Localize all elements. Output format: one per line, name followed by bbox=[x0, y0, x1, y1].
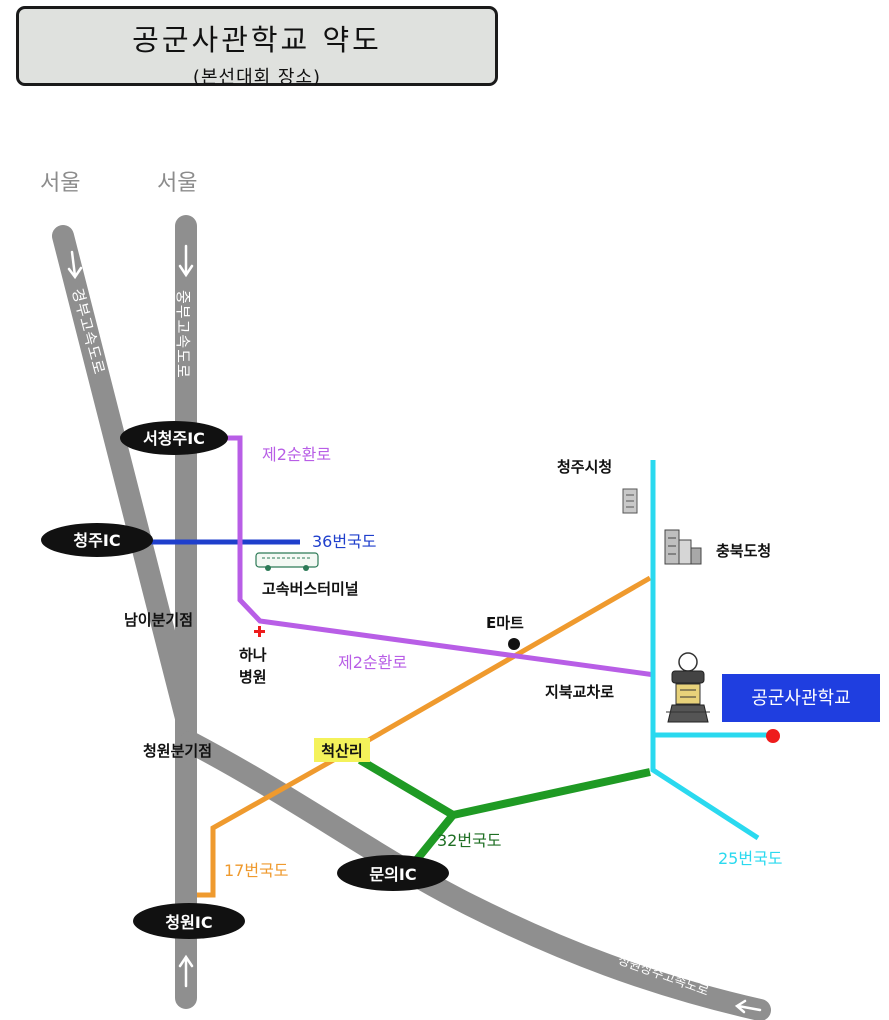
ring-road-label-south: 제2순환로 bbox=[338, 653, 407, 672]
bus-icon bbox=[255, 552, 319, 571]
jibuk-intersection-label: 지북교차로 bbox=[545, 683, 614, 701]
emart-label: E마트 bbox=[486, 614, 524, 632]
down-arrow-icon bbox=[178, 244, 194, 278]
down-arrow-icon bbox=[67, 250, 83, 280]
arrow-icons bbox=[67, 244, 762, 1014]
academy-emblem-icon bbox=[666, 652, 710, 723]
nami-junction-label: 남이분기점 bbox=[124, 611, 193, 629]
gyeongbu-expressway-label: 경부고속도로 bbox=[68, 286, 108, 376]
seocheongju-ic-label: 서청주IC bbox=[143, 429, 205, 448]
route25-label: 25번국도 bbox=[718, 849, 783, 868]
cheoksan-ri-label: 척산리 bbox=[321, 742, 362, 760]
seoul-direction-label: 서울 bbox=[40, 171, 80, 196]
cheongju-ic-badge[interactable]: 청주IC bbox=[41, 523, 153, 557]
seoul-direction-label: 서울 bbox=[157, 171, 197, 196]
provincial-office-label: 충북도청 bbox=[716, 542, 771, 560]
map-title-box: 공군사관학교 약도 (본선대회 장소) bbox=[16, 6, 498, 88]
destination-marker-icon bbox=[766, 729, 780, 743]
left-arrow-icon bbox=[734, 999, 762, 1014]
expressways bbox=[52, 215, 771, 1020]
cheongwon-ic-badge[interactable]: 청원IC bbox=[133, 903, 245, 939]
academy-label: 공군사관학교 bbox=[751, 688, 850, 709]
hospital-cross-icon bbox=[254, 626, 265, 637]
bus-terminal-label: 고속버스터미널 bbox=[262, 580, 359, 598]
cheongju-ic-label: 청주IC bbox=[73, 531, 120, 550]
cheoksan-ri-badge: 척산리 bbox=[314, 738, 370, 762]
academy-destination-box[interactable]: 공군사관학교 bbox=[722, 674, 880, 722]
ring-road-label-north: 제2순환로 bbox=[262, 445, 331, 464]
route36-label: 36번국도 bbox=[312, 532, 377, 551]
cheongwon-ic-label: 청원IC bbox=[165, 913, 212, 932]
ring-road bbox=[226, 435, 656, 678]
gyeongbu-expressway bbox=[52, 225, 197, 729]
muneui-ic-label: 문의IC bbox=[369, 865, 416, 884]
seocheongju-ic-badge[interactable]: 서청주IC bbox=[120, 421, 228, 455]
muneui-ic-badge[interactable]: 문의IC bbox=[337, 855, 449, 891]
cheongwon-sangju-expressway bbox=[179, 731, 771, 1020]
building-icon bbox=[664, 529, 702, 565]
up-arrow-icon bbox=[178, 954, 194, 988]
hospital-label-line2: 병원 bbox=[239, 668, 267, 686]
route32-label: 32번국도 bbox=[437, 831, 502, 850]
building-icon bbox=[622, 488, 638, 514]
city-hall-label: 청주시청 bbox=[557, 458, 612, 476]
emart-marker-icon bbox=[508, 638, 520, 650]
cheongwon-junction-label: 청원분기점 bbox=[143, 742, 212, 760]
route32-road bbox=[357, 756, 651, 820]
route17-road bbox=[197, 575, 652, 898]
map-subtitle: (본선대회 장소) bbox=[192, 67, 322, 88]
jungbu-expressway-label: 중부고속도로 bbox=[174, 290, 192, 379]
hospital-label-line1: 하나 bbox=[239, 646, 267, 664]
route17-label: 17번국도 bbox=[224, 861, 289, 880]
route25-road bbox=[650, 460, 772, 841]
map-title: 공군사관학교 약도 bbox=[132, 23, 382, 57]
